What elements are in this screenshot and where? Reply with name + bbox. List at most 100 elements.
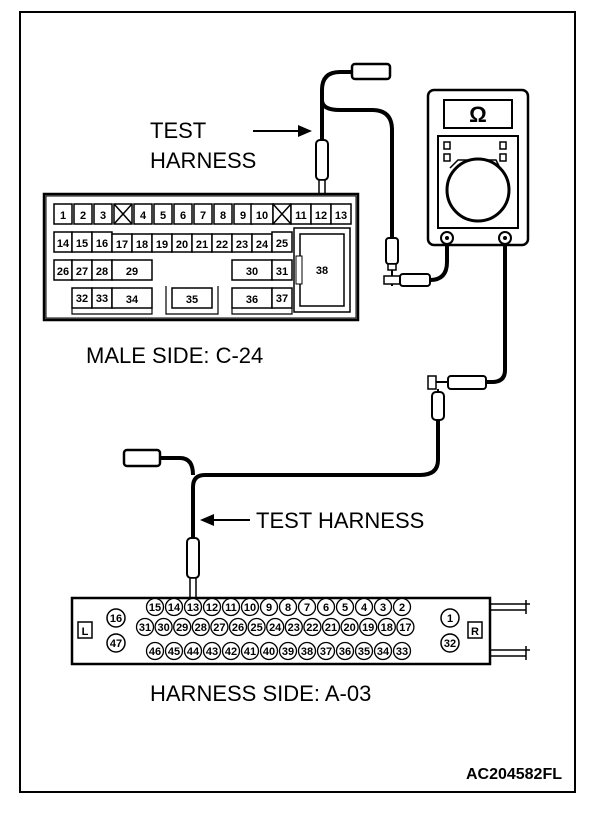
c24-pin-34: 34 — [126, 294, 139, 306]
a03-pin-10: 10 — [244, 602, 256, 614]
a03-pin-2: 2 — [399, 602, 405, 614]
a03-pin-circle — [284, 617, 303, 637]
a03-pin-32: 32 — [444, 638, 456, 650]
a03-pin-13: 13 — [187, 602, 199, 614]
c24-pin-33: 33 — [96, 293, 108, 305]
a03-pin-41: 41 — [244, 646, 256, 658]
a03-pin-circle — [354, 641, 374, 661]
a03-pin-circle — [259, 597, 279, 617]
c24-pin-16: 16 — [96, 238, 108, 250]
c24-pin-29: 29 — [126, 266, 138, 278]
a03-pin-45: 45 — [168, 646, 180, 658]
male-side-label: MALE SIDE: C-24 — [86, 343, 263, 368]
a03-pin-circle — [210, 617, 229, 637]
test-harness-bottom-probe — [186, 537, 200, 607]
c24-pin-25: 25 — [276, 238, 288, 250]
c24-pin-14: 14 — [57, 238, 70, 250]
a03-pin-circle — [183, 597, 203, 617]
a03-pin-circle — [221, 597, 241, 617]
test-harness-bottom-plug — [122, 448, 162, 468]
a03-pin-27: 27 — [213, 622, 225, 634]
a03-pin-circle — [354, 597, 374, 617]
a03-pin-circle — [335, 597, 355, 617]
meter-dial — [445, 157, 511, 223]
a03-pin-circle — [392, 641, 412, 661]
a03-pin-circle — [145, 597, 165, 617]
a03-pin-14: 14 — [168, 602, 181, 614]
a03-pin-15: 15 — [149, 602, 161, 614]
c24-pin-1: 1 — [60, 210, 66, 222]
c24-pin-5: 5 — [160, 210, 166, 222]
c24-pin-8: 8 — [220, 210, 226, 222]
a03-pin-40: 40 — [263, 646, 275, 658]
c24-pin-31: 31 — [276, 266, 288, 278]
c24-pin-36: 36 — [246, 294, 258, 306]
a03-pin-circle — [154, 617, 173, 637]
c24-pin-30: 30 — [246, 266, 258, 278]
a03-pin-circle — [135, 617, 155, 637]
a03-pin-circle — [359, 617, 378, 637]
a03-pin-circle — [335, 641, 355, 661]
a03-pin-16: 16 — [110, 613, 122, 625]
a03-pin-circle — [373, 641, 393, 661]
c24-pin-15: 15 — [76, 238, 88, 250]
a03-pin-30: 30 — [157, 622, 169, 634]
c24-pin-6: 6 — [180, 210, 186, 222]
c24-pin-3: 3 — [100, 210, 106, 222]
a03-pin-4: 4 — [361, 602, 368, 614]
multimeter: Ω — [426, 88, 530, 247]
a03-pin-circle — [340, 617, 359, 637]
a03-pin-37: 37 — [320, 646, 332, 658]
a03-pin-circle — [266, 617, 285, 637]
c24-pin-37: 37 — [276, 293, 288, 305]
c24-pin-12: 12 — [315, 210, 327, 222]
c24-pin-9: 9 — [240, 210, 246, 222]
a03-pin-39: 39 — [282, 646, 294, 658]
a03-pin-12: 12 — [206, 602, 218, 614]
a03-pin-3: 3 — [380, 602, 386, 614]
test-harness-top-label-line1: TEST — [150, 118, 206, 143]
a03-left-marker: L — [82, 626, 89, 638]
a03-pin-36: 36 — [339, 646, 351, 658]
a03-pin-circle — [297, 597, 317, 617]
a03-pin-22: 22 — [306, 622, 318, 634]
meter-display — [443, 99, 513, 129]
a03-pin-9: 9 — [266, 602, 272, 614]
c24-pin-24: 24 — [256, 239, 269, 251]
a03-pin-circle — [164, 597, 184, 617]
a03-pin-circle — [278, 597, 298, 617]
connector-c24: 1 2 3 4 5 6 7 8 9 10 11 12 13 14 15 16 — [42, 192, 360, 322]
c24-pin-4: 4 — [140, 210, 147, 222]
a03-pin-5: 5 — [342, 602, 348, 614]
a03-pin-circle — [396, 617, 415, 637]
a03-pin-33: 33 — [396, 646, 408, 658]
a03-pin-24: 24 — [269, 622, 282, 634]
a03-pin-circle — [202, 641, 222, 661]
a03-pin-circle — [221, 641, 241, 661]
a03-pin-26: 26 — [232, 622, 244, 634]
a03-pin-23: 23 — [288, 622, 300, 634]
test-harness-bottom-arrow — [200, 514, 250, 526]
a03-pin-31: 31 — [139, 622, 151, 634]
c24-pin-11: 11 — [295, 210, 307, 222]
probe-clip-right — [427, 375, 487, 421]
c24-pin-19: 19 — [156, 239, 168, 251]
a03-pin-circle — [316, 641, 336, 661]
a03-pin-18: 18 — [381, 622, 393, 634]
a03-pin-7: 7 — [304, 602, 310, 614]
a03-pin-circle — [183, 641, 203, 661]
c24-pin-38: 38 — [316, 265, 328, 277]
a03-pin-circle — [321, 617, 341, 637]
harness-side-label: HARNESS SIDE: A-03 — [150, 681, 371, 706]
figure-frame — [19, 11, 576, 793]
c24-pin-23: 23 — [236, 239, 248, 251]
test-harness-top-plug — [350, 62, 392, 81]
a03-pin-circle — [145, 641, 165, 661]
c24-pin-22: 22 — [216, 239, 228, 251]
c24-pin-35: 35 — [186, 294, 198, 306]
c24-pin-20: 20 — [176, 239, 188, 251]
a03-left-marker-box — [77, 621, 93, 639]
test-harness-top-probe — [315, 139, 329, 205]
